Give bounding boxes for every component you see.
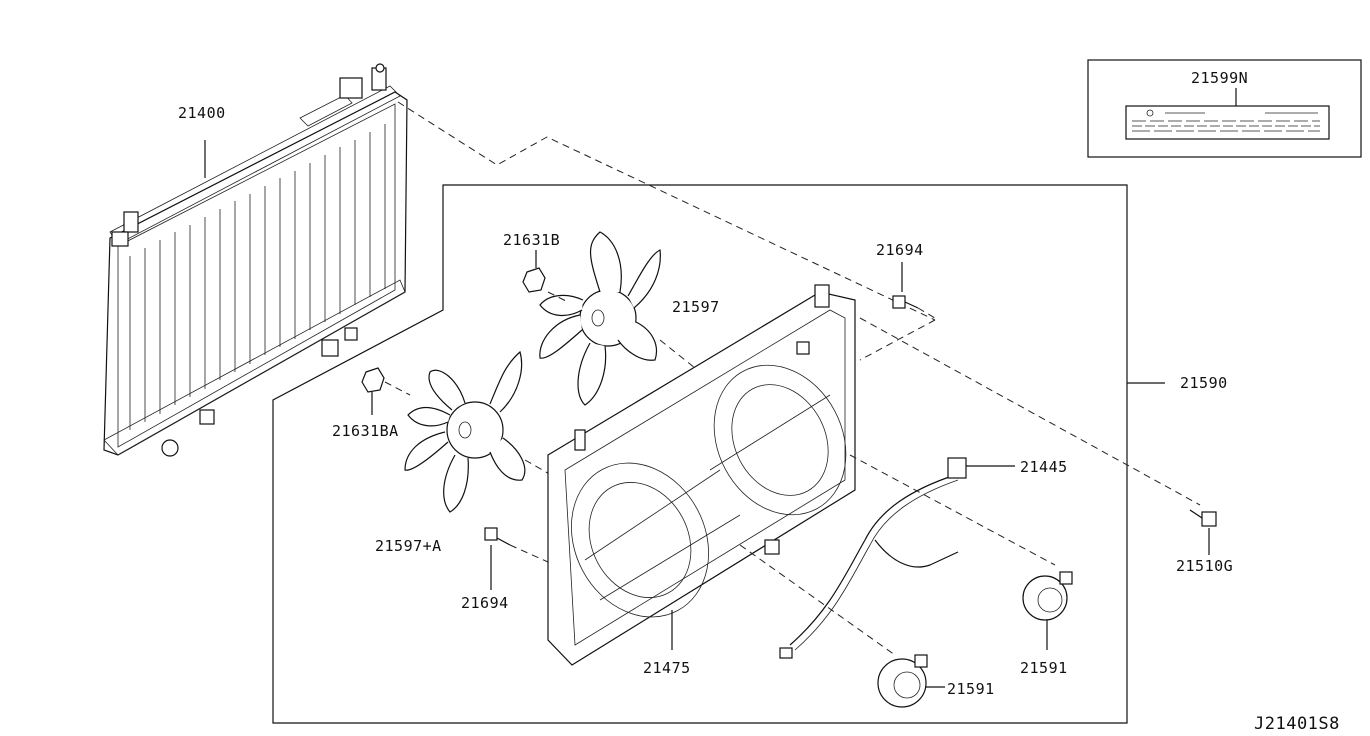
shroud-drawing [547, 284, 856, 666]
label-radiator: 21400 [178, 104, 226, 122]
label-nut-upper: 21631B [503, 231, 560, 249]
label-shroud: 21475 [643, 659, 691, 677]
clip-drawing [1189, 509, 1217, 555]
label-bolt-lower: 21694 [461, 594, 509, 612]
bolt-upper-drawing [892, 262, 936, 319]
label-harness: 21445 [1020, 458, 1068, 476]
assembly-frame [272, 184, 1128, 724]
caution-label-inset [1087, 59, 1362, 158]
label-motor-right: 21591 [1020, 659, 1068, 677]
label-fan-lower: 21597+A [375, 537, 442, 555]
caution-label-part [1125, 105, 1330, 140]
label-bolt-upper: 21694 [876, 241, 924, 259]
fan-lower-drawing [404, 350, 526, 513]
nut-lower-drawing [361, 367, 411, 415]
motor-right-drawing [1022, 571, 1073, 650]
diagram-code: J21401S8 [1254, 714, 1340, 734]
label-motor-lower: 21591 [947, 680, 995, 698]
label-nut-lower: 21631BA [332, 422, 399, 440]
label-caution: 21599N [1191, 69, 1248, 87]
nut-upper-drawing [522, 250, 569, 303]
label-clip: 21510G [1176, 557, 1233, 575]
label-shroud-assembly: 21590 [1180, 374, 1228, 392]
label-fan-upper: 21597 [672, 298, 720, 316]
motor-lower-drawing [877, 654, 945, 708]
bolt-lower-drawing [484, 527, 549, 590]
fan-upper-drawing [539, 231, 661, 406]
radiator-drawing [103, 63, 408, 457]
